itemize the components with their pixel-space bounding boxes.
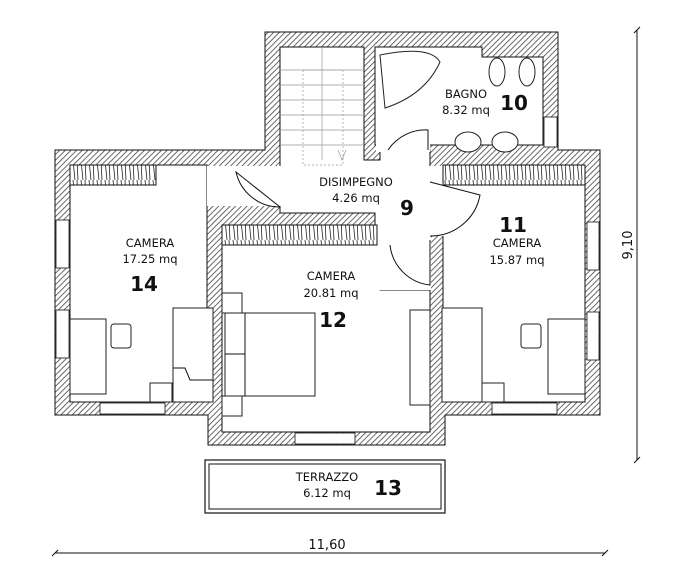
desk — [547, 318, 586, 395]
room-name: CAMERA — [307, 269, 356, 283]
room-number: 12 — [319, 308, 347, 332]
doors — [235, 129, 481, 286]
room-number: 14 — [130, 272, 158, 296]
bathroom-fixtures — [379, 50, 536, 153]
seam-cover — [375, 226, 431, 290]
nightstand — [481, 382, 505, 403]
nightstand — [149, 382, 173, 403]
room-number: 13 — [374, 476, 402, 500]
terrace — [204, 459, 446, 514]
room-area: 4.26 mq — [332, 191, 380, 205]
room-number: 10 — [500, 91, 528, 115]
sink — [491, 131, 519, 153]
room-area: 8.32 mq — [442, 103, 490, 117]
windows — [55, 116, 600, 445]
room-area: 6.12 mq — [303, 486, 351, 500]
room-area: 20.81 mq — [303, 286, 358, 300]
room-number: 9 — [400, 196, 414, 220]
toilet — [518, 57, 536, 87]
room-name: CAMERA — [493, 236, 542, 250]
dimension-lines — [51, 26, 641, 557]
terrace-railing — [208, 463, 442, 510]
height-dimension: 9,10 — [621, 231, 636, 260]
door-gap-10 — [376, 140, 430, 152]
room-name: BAGNO — [445, 87, 487, 101]
desk — [409, 309, 431, 406]
room-name: CAMERA — [126, 236, 175, 250]
single-bed — [441, 307, 483, 403]
room-14-furniture — [69, 307, 214, 403]
room-12-furniture — [221, 292, 316, 417]
chair — [110, 323, 132, 349]
door-bagno[interactable] — [387, 129, 429, 151]
door-room-12[interactable] — [389, 240, 431, 286]
door-gap-11 — [429, 166, 444, 236]
sink — [454, 131, 482, 153]
door-room-14[interactable] — [235, 170, 281, 208]
door-gap-14 — [207, 166, 281, 206]
room-11-furniture — [409, 307, 586, 406]
room-area: 17.25 mq — [122, 252, 177, 266]
desk — [69, 318, 107, 395]
width-dimension: 11,60 — [308, 538, 345, 553]
single-bed — [172, 307, 214, 403]
bidet — [488, 57, 506, 87]
room-name: TERRAZZO — [295, 470, 358, 484]
bathtub — [379, 50, 441, 109]
door-room-11[interactable] — [429, 181, 481, 237]
wardrobe-room-11 — [442, 164, 586, 186]
nightstand — [221, 292, 243, 314]
staircase — [280, 47, 364, 166]
room-area: 15.87 mq — [489, 253, 544, 267]
chair — [520, 323, 542, 349]
room-name: DISIMPEGNO — [319, 175, 393, 189]
wardrobe-room-14 — [69, 164, 157, 186]
room-number: 11 — [499, 213, 527, 237]
nightstand — [221, 395, 243, 417]
wardrobe-room-12 — [221, 224, 378, 246]
